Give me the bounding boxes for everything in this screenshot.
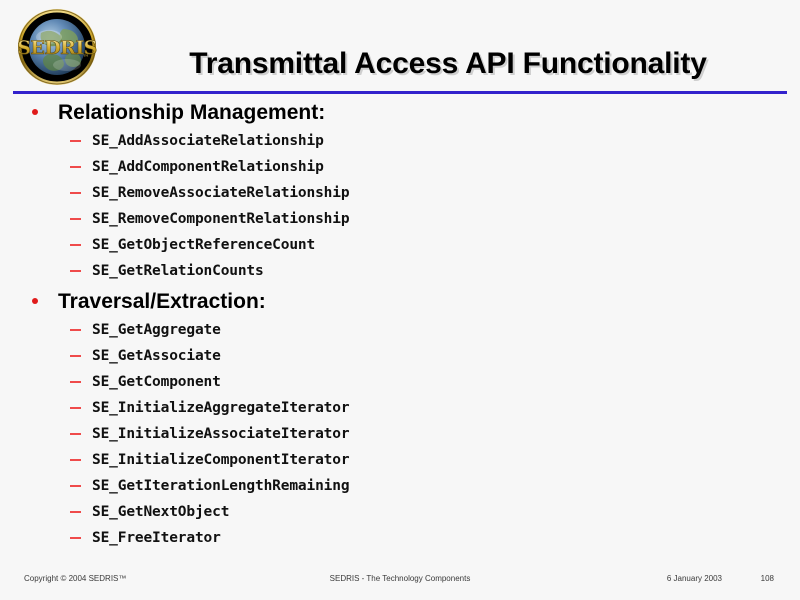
dash-bullet-icon — [70, 459, 81, 461]
section-heading: Traversal/Extraction: — [0, 287, 800, 317]
list-item-label: SE_GetNextObject — [92, 504, 230, 520]
title-divider — [13, 91, 787, 94]
slide-header: SEDRIS ™ Transmittal Access API Function… — [0, 0, 800, 96]
dash-bullet-icon — [70, 433, 81, 435]
list-item-label: SE_GetObjectReferenceCount — [92, 237, 316, 253]
svg-text:™: ™ — [83, 54, 89, 61]
list-item: SE_InitializeAggregateIterator — [0, 395, 800, 421]
list-item: SE_GetAssociate — [0, 343, 800, 369]
list-item: SE_RemoveAssociateRelationship — [0, 180, 800, 206]
list-item: SE_RemoveComponentRelationship — [0, 206, 800, 232]
section-relationship-management: Relationship Management: SE_AddAssociate… — [0, 98, 800, 284]
list-item: SE_InitializeAssociateIterator — [0, 421, 800, 447]
footer-page-number: 108 — [760, 574, 774, 583]
list-item-label: SE_GetIterationLengthRemaining — [92, 478, 350, 494]
list-item: SE_GetRelationCounts — [0, 258, 800, 284]
list-item: SE_AddComponentRelationship — [0, 154, 800, 180]
dash-bullet-icon — [70, 166, 81, 168]
section-heading-label: Relationship Management: — [58, 101, 326, 124]
dash-bullet-icon — [70, 381, 81, 383]
dash-bullet-icon — [70, 192, 81, 194]
dash-bullet-icon — [70, 329, 81, 331]
svg-text:SEDRIS: SEDRIS — [17, 37, 96, 59]
list-item-label: SE_RemoveComponentRelationship — [92, 211, 350, 227]
list-item: SE_GetComponent — [0, 369, 800, 395]
dash-bullet-icon — [70, 244, 81, 246]
section-heading-label: Traversal/Extraction: — [58, 290, 266, 313]
dash-bullet-icon — [70, 355, 81, 357]
sedris-logo: SEDRIS ™ — [11, 7, 103, 87]
dash-bullet-icon — [70, 140, 81, 142]
list-item-label: SE_GetAggregate — [92, 322, 221, 338]
list-item-label: SE_FreeIterator — [92, 530, 221, 546]
footer-subtitle: SEDRIS - The Technology Components — [329, 574, 471, 583]
list-item-label: SE_GetRelationCounts — [92, 263, 264, 279]
slide-body: Relationship Management: SE_AddAssociate… — [0, 98, 800, 551]
list-item: SE_InitializeComponentIterator — [0, 447, 800, 473]
list-item: SE_FreeIterator — [0, 525, 800, 551]
list-item: SE_AddAssociateRelationship — [0, 128, 800, 154]
dash-bullet-icon — [70, 407, 81, 409]
section-traversal-extraction: Traversal/Extraction: SE_GetAggregate SE… — [0, 287, 800, 551]
dash-bullet-icon — [70, 511, 81, 513]
list-item: SE_GetNextObject — [0, 499, 800, 525]
list-item: SE_GetIterationLengthRemaining — [0, 473, 800, 499]
bullet-dot-icon — [32, 109, 38, 115]
list-item-label: SE_InitializeAggregateIterator — [92, 400, 350, 416]
list-item-label: SE_GetComponent — [92, 374, 221, 390]
dash-bullet-icon — [70, 485, 81, 487]
footer-copyright: Copyright © 2004 SEDRIS™ — [24, 574, 127, 583]
list-item-label: SE_InitializeAssociateIterator — [92, 426, 350, 442]
page-title: Transmittal Access API Functionality — [189, 47, 707, 80]
list-item-label: SE_InitializeComponentIterator — [92, 452, 350, 468]
slide-footer: Copyright © 2004 SEDRIS™ SEDRIS - The Te… — [0, 571, 800, 591]
bullet-dot-icon — [32, 298, 38, 304]
list-item: SE_GetObjectReferenceCount — [0, 232, 800, 258]
list-item-label: SE_AddComponentRelationship — [92, 159, 324, 175]
list-item-label: SE_GetAssociate — [92, 348, 221, 364]
section-heading: Relationship Management: — [0, 98, 800, 128]
dash-bullet-icon — [70, 537, 81, 539]
footer-date: 6 January 2003 — [666, 574, 722, 583]
dash-bullet-icon — [70, 270, 81, 272]
dash-bullet-icon — [70, 218, 81, 220]
list-item-label: SE_AddAssociateRelationship — [92, 133, 324, 149]
list-item-label: SE_RemoveAssociateRelationship — [92, 185, 350, 201]
list-item: SE_GetAggregate — [0, 317, 800, 343]
